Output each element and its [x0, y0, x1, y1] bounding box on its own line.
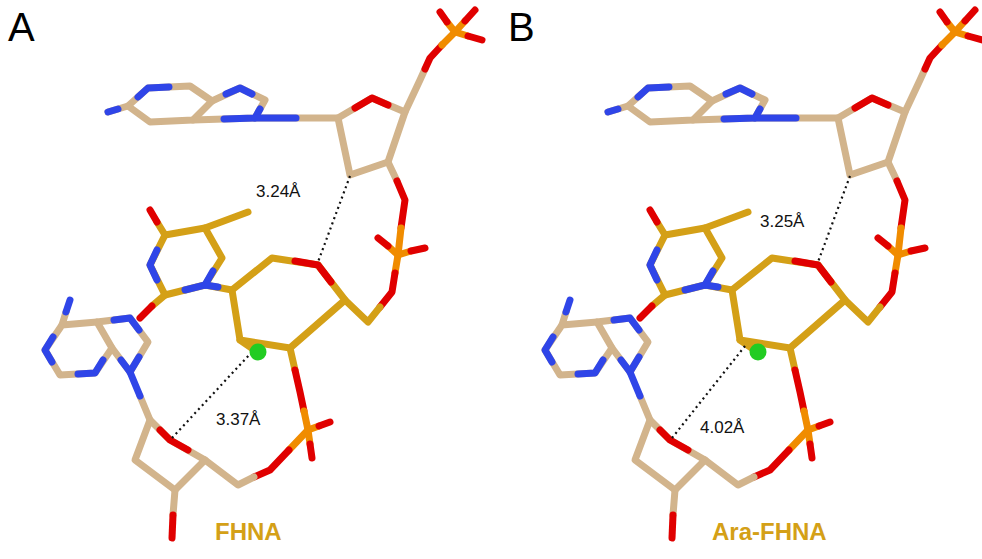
panel-b-model — [545, 10, 982, 538]
panel-letter: A — [8, 4, 35, 50]
distance-label: 4.02Å — [700, 418, 744, 438]
distance-label: 3.24Å — [256, 182, 300, 202]
panel-letter: B — [508, 4, 535, 50]
distance-line — [818, 176, 850, 262]
compound-name: FHNA — [215, 518, 282, 546]
panel-a-model — [45, 10, 482, 538]
panel-a-molecule — [45, 10, 482, 538]
panel-b-molecule — [545, 10, 982, 538]
distance-line — [672, 346, 745, 438]
distance-label: 3.37Å — [216, 410, 260, 430]
distance-label: 3.25Å — [760, 212, 804, 232]
compound-name: Ara-FHNA — [712, 518, 827, 546]
distance-line — [318, 176, 350, 262]
